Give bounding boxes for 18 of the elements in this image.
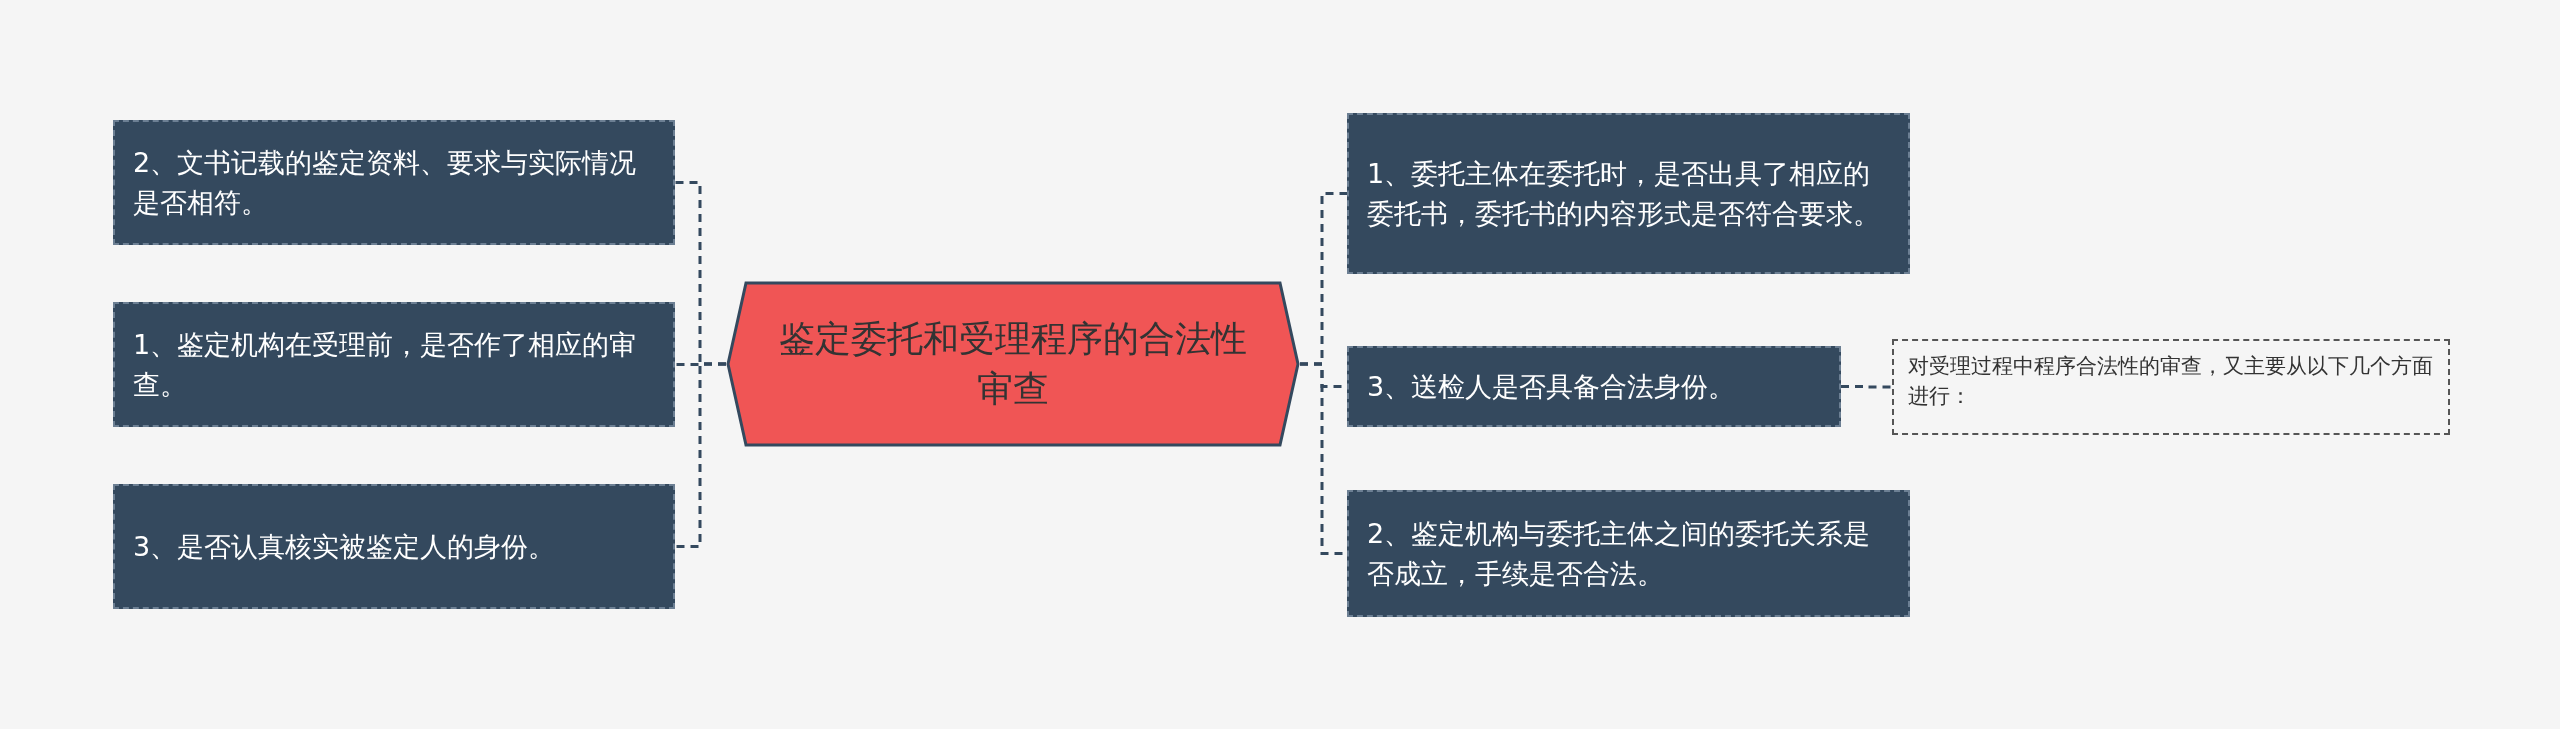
branch-box: [113, 302, 675, 427]
branch-text: 3、是否认真核实被鉴定人的身份。: [133, 529, 556, 564]
branch-box: [113, 484, 675, 609]
branch-box: [1347, 113, 1910, 274]
connector-line: [1841, 385, 1892, 389]
branch-box: [1347, 346, 1841, 427]
branch-text: 3、送检人是否具备合法身份。: [1367, 369, 1736, 404]
central-topic: [726, 281, 1300, 447]
note-text: 对受理过程中程序合法性的审查，又主要从以下几个方面进行：: [1908, 353, 2434, 411]
note-box: [1892, 339, 2450, 435]
branch-text: 2、文书记载的鉴定资料、要求与实际情况是否相符。: [133, 146, 638, 220]
topic-text: 鉴定委托和受理程序的合法性审查: [778, 316, 1248, 411]
branch-text: 1、鉴定机构在受理前，是否作了相应的审查。: [133, 328, 638, 402]
branch-box: [1347, 490, 1910, 617]
branch-text: 2、鉴定机构与委托主体之间的委托关系是否成立，手续是否合法。: [1367, 517, 1872, 591]
connector-line: [675, 362, 726, 548]
branch-box: [113, 120, 675, 245]
branch-text: 1、委托主体在委托时，是否出具了相应的委托书，委托书的内容形式是否符合要求。: [1367, 157, 1881, 231]
